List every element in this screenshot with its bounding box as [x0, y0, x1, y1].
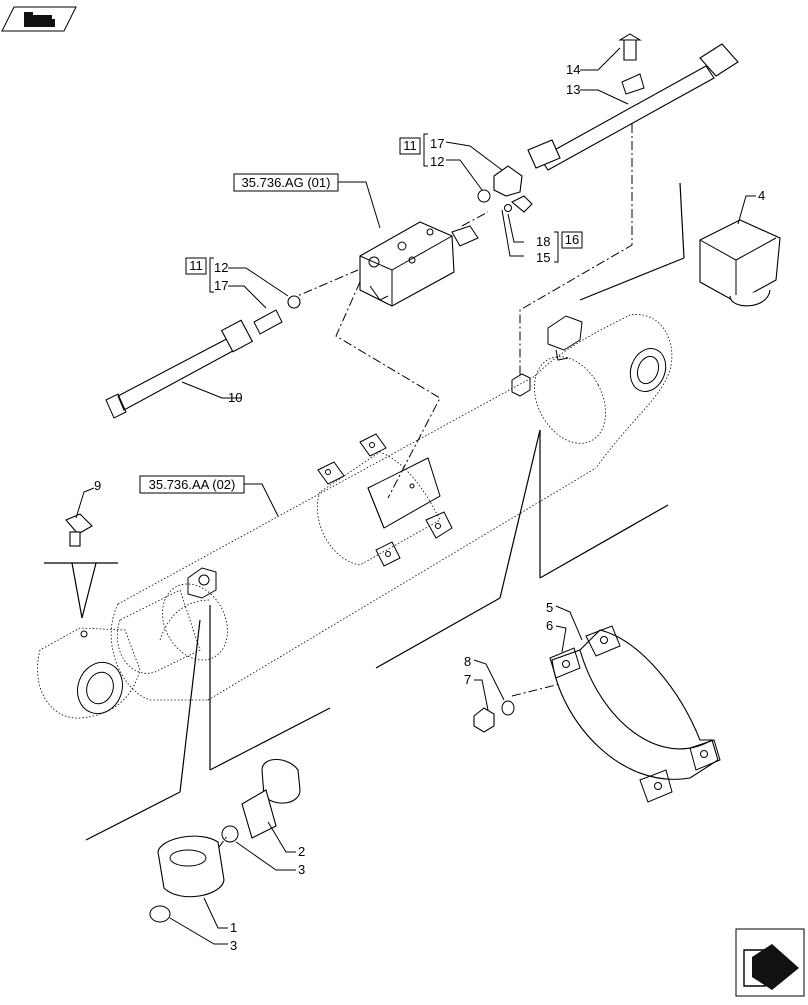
hose-10: [105, 295, 301, 419]
callout-12-upper: 12: [430, 154, 444, 169]
callout-7: 7: [464, 672, 471, 687]
callout-17-lower: 17: [214, 278, 228, 293]
callout-15: 15: [536, 250, 550, 265]
callout-5: 5: [546, 600, 553, 615]
next-page-arrow-icon[interactable]: [735, 928, 805, 997]
boxed-label-16[interactable]: 16: [561, 231, 583, 249]
callout-6: 6: [546, 618, 553, 633]
callout-1: 1: [230, 920, 237, 935]
kit-bracket-lower: [209, 257, 214, 293]
kit-bracket-right: [554, 231, 559, 263]
assembly-centerlines: [207, 107, 633, 863]
callout-9: 9: [94, 478, 101, 493]
svg-text:11: 11: [403, 138, 417, 153]
svg-text:16: 16: [565, 232, 579, 247]
boxed-label-11-lower[interactable]: 11: [185, 257, 207, 275]
reference-aa-label: 35.736.AA (02): [149, 477, 236, 492]
reference-ag-box[interactable]: 35.736.AG (01): [233, 173, 339, 192]
kit-bracket-upper: [423, 133, 428, 167]
valve-block: [359, 221, 479, 307]
catalog-nav-icon[interactable]: [1, 6, 77, 32]
part-4-fitting: [699, 219, 781, 307]
callout-17-upper: 17: [430, 136, 444, 151]
callout-14: 14: [566, 62, 580, 77]
callout-18: 18: [536, 234, 550, 249]
boxed-label-11-upper[interactable]: 11: [399, 137, 421, 155]
callout-3-upper: 3: [298, 862, 305, 877]
callout-4: 4: [758, 188, 765, 203]
callout-3-lower: 3: [230, 938, 237, 953]
reference-aa-box[interactable]: 35.736.AA (02): [139, 475, 245, 494]
callout-numbers: 14 13 17 12 18 15 4 12 17 10 9 5 6 8 7 2…: [94, 62, 765, 953]
hydraulic-cylinder: [37, 314, 673, 719]
callout-13: 13: [566, 82, 580, 97]
extension-lines: [44, 182, 685, 841]
clamp-assembly: [473, 625, 721, 803]
parts-1-2-3: [149, 758, 301, 923]
hose-13: [527, 33, 739, 171]
callout-10: 10: [228, 390, 242, 405]
svg-text:11: 11: [189, 258, 203, 273]
fittings-upper: [477, 165, 533, 213]
callout-8: 8: [464, 654, 471, 669]
reference-ag-label: 35.736.AG (01): [242, 175, 331, 190]
callout-12-lower: 12: [214, 260, 228, 275]
callout-2: 2: [298, 844, 305, 859]
callout-leaders: [75, 47, 756, 945]
part-9-fitting: [65, 513, 93, 547]
